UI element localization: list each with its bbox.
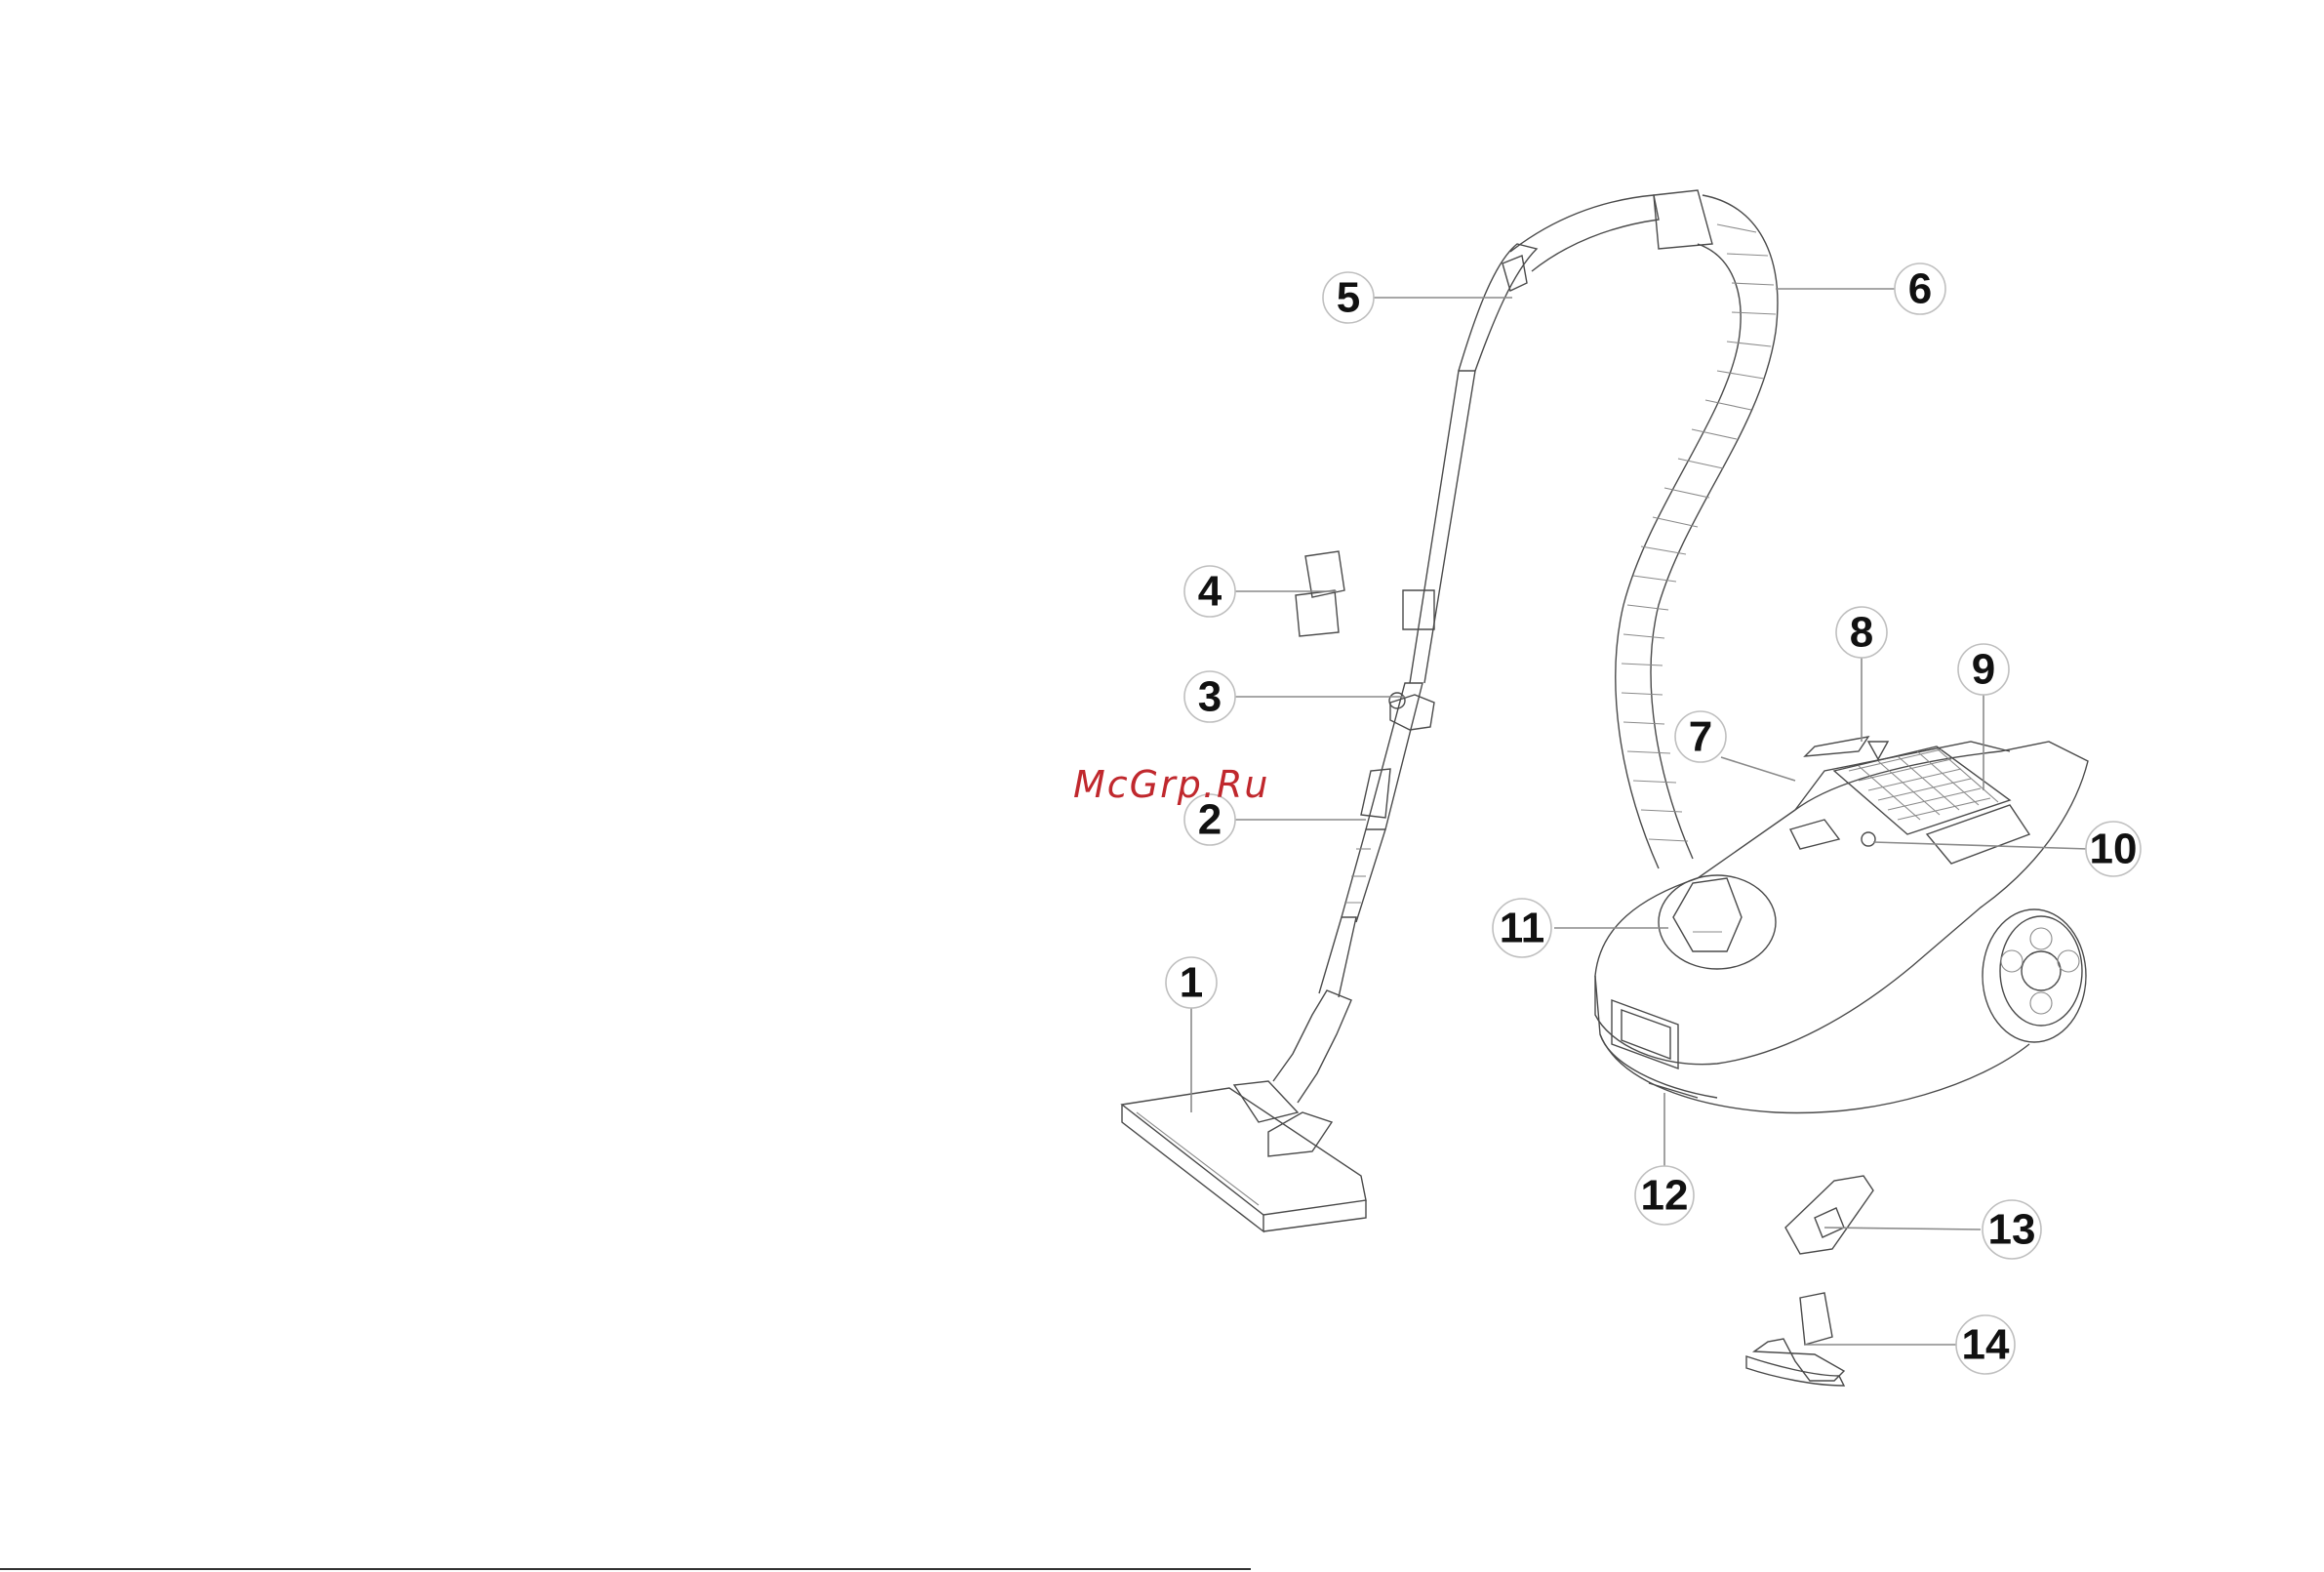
callout-8: 8 xyxy=(1836,607,1887,658)
callout-11: 11 xyxy=(1493,899,1551,957)
callout-label: 11 xyxy=(1500,905,1545,952)
crevice-tool xyxy=(1785,1176,1873,1254)
callout-label: 4 xyxy=(1198,568,1222,616)
callout-label: 1 xyxy=(1180,959,1203,1007)
callout-3: 3 xyxy=(1184,671,1235,722)
upholstery-brush xyxy=(1746,1293,1844,1386)
callout-6: 6 xyxy=(1895,263,1945,314)
watermark: McGrp.Ru xyxy=(1073,763,1269,806)
callout-label: 10 xyxy=(2090,826,2138,873)
callout-label: 3 xyxy=(1198,673,1222,721)
callout-label: 12 xyxy=(1641,1172,1689,1220)
hose-handle xyxy=(1459,195,1659,371)
tool-holder xyxy=(1296,551,1344,636)
callout-10: 10 xyxy=(2086,822,2141,876)
callout-label: 13 xyxy=(1988,1206,2036,1254)
callout-label: 8 xyxy=(1850,609,1873,657)
callout-label: 7 xyxy=(1689,713,1712,761)
callout-label: 5 xyxy=(1337,274,1360,322)
callout-9: 9 xyxy=(1958,644,2009,695)
callout-label: 14 xyxy=(1962,1321,2010,1369)
callout-14: 14 xyxy=(1956,1315,2015,1374)
callout-1: 1 xyxy=(1166,957,1217,1008)
callout-12: 12 xyxy=(1635,1166,1694,1225)
callout-13: 13 xyxy=(1983,1200,2041,1259)
callout-4: 4 xyxy=(1184,566,1235,617)
bottom-rule xyxy=(0,1568,1251,1570)
callout-5: 5 xyxy=(1323,272,1374,323)
callout-7: 7 xyxy=(1675,711,1726,762)
telescopic-tube xyxy=(1273,371,1475,1103)
callout-label: 9 xyxy=(1972,646,1995,694)
callout-label: 6 xyxy=(1908,265,1932,313)
vent-grille xyxy=(1849,748,1998,820)
floor-nozzle xyxy=(1122,1081,1366,1231)
